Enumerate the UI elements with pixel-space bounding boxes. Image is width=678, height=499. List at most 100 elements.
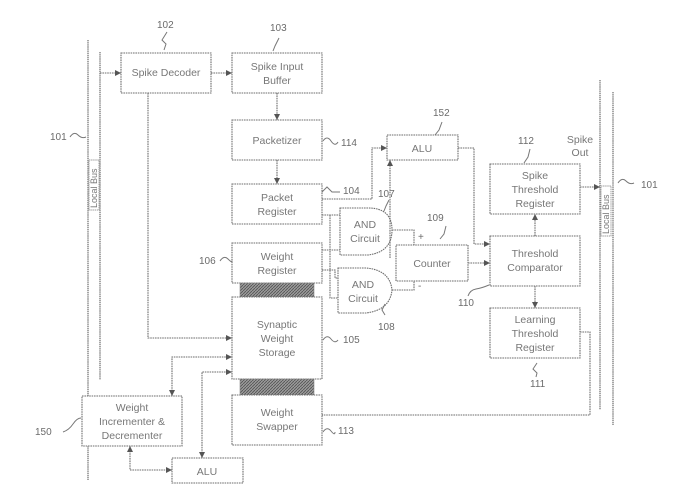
and-circuit-bottom-label-1: AND bbox=[352, 279, 375, 291]
synaptic-weight-storage-label-2: Weight bbox=[261, 333, 294, 345]
and-circuit-bottom-leader bbox=[381, 303, 386, 316]
alu-top-ref: 152 bbox=[433, 108, 450, 119]
and-circuit-bottom-gate: AND Circuit 108 bbox=[337, 267, 395, 333]
wire-alu-bottom-to-storage bbox=[201, 371, 232, 458]
learning-threshold-register-leader bbox=[532, 362, 538, 378]
right-bus-ref: 101 bbox=[641, 180, 658, 191]
weight-swapper-label-1: Weight bbox=[261, 407, 294, 419]
threshold-comparator-leader bbox=[467, 284, 490, 297]
spike-input-buffer-label-1: Spike Input bbox=[251, 61, 304, 73]
weight-register-label-1: Weight bbox=[261, 251, 294, 263]
wire-alu-to-comparator bbox=[458, 147, 490, 245]
weight-incrementer-leader bbox=[62, 417, 82, 433]
and-circuit-top-leader bbox=[383, 199, 390, 212]
counter-block: Counter 109 + - bbox=[395, 213, 469, 292]
spike-threshold-register-label-3: Register bbox=[515, 198, 555, 210]
weight-swapper-leader bbox=[322, 428, 336, 435]
packetizer-label: Packetizer bbox=[252, 135, 302, 147]
weight-swapper-label-2: Swapper bbox=[256, 421, 298, 433]
alu-top-block: ALU 152 bbox=[386, 108, 459, 161]
spike-decoder-label: Spike Decoder bbox=[132, 67, 201, 79]
threshold-comparator-block: Threshold Comparator 110 bbox=[458, 235, 581, 309]
alu-bottom-label: ALU bbox=[197, 466, 217, 478]
learning-threshold-register-label-3: Register bbox=[515, 342, 555, 354]
spike-threshold-register-label-1: Spike bbox=[522, 170, 548, 182]
spike-input-buffer-label-2: Buffer bbox=[263, 75, 291, 87]
threshold-comparator-ref: 110 bbox=[458, 298, 474, 309]
packetizer-ref: 114 bbox=[341, 138, 357, 149]
left-bus-label: Local Bus bbox=[89, 168, 99, 208]
threshold-comparator-label-1: Threshold bbox=[512, 248, 559, 260]
and-circuit-top-label-2: Circuit bbox=[350, 233, 380, 245]
spike-threshold-register-label-2: Threshold bbox=[512, 184, 559, 196]
and-circuit-bottom-label-2: Circuit bbox=[348, 293, 378, 305]
synaptic-weight-storage-leader bbox=[322, 336, 339, 343]
wire-weight-to-and-bottom bbox=[322, 269, 338, 279]
left-bus-ref: 101 bbox=[50, 132, 67, 143]
weight-incrementer-label-1: Weight bbox=[116, 402, 149, 414]
spike-out-label-2: Out bbox=[572, 147, 589, 159]
wire-packet-register-to-alu bbox=[322, 147, 387, 200]
weight-register-label-2: Register bbox=[257, 265, 297, 277]
synaptic-weight-storage-block: Synaptic Weight Storage 105 bbox=[231, 296, 360, 380]
wire-learning-to-swapper bbox=[322, 331, 591, 416]
weight-incrementer-label-3: Decrementer bbox=[102, 430, 163, 442]
weight-register-ref: 106 bbox=[199, 256, 216, 267]
and-circuit-top-label-1: AND bbox=[354, 219, 377, 231]
spike-decoder-block: Spike Decoder 102 bbox=[120, 20, 212, 94]
wire-incrementer-to-storage bbox=[171, 356, 232, 396]
counter-plus-sign: + bbox=[418, 232, 424, 243]
connection-wires bbox=[100, 70, 600, 473]
counter-ref: 109 bbox=[427, 213, 444, 224]
left-bus-leader bbox=[69, 132, 87, 139]
alu-top-leader bbox=[434, 121, 443, 136]
weight-incrementer-decrementer-block: Weight Incrementer & Decrementer 150 bbox=[35, 395, 183, 447]
wire-incrementer-to-alu-bottom bbox=[129, 446, 172, 471]
right-bus-label: Local Bus bbox=[601, 194, 611, 234]
wire-and-top-to-counter bbox=[392, 229, 415, 245]
weight-swapper-ref: 113 bbox=[338, 426, 354, 437]
right-bus-leader bbox=[617, 178, 635, 185]
spike-threshold-register-block: Spike Threshold Register 112 bbox=[489, 136, 581, 215]
counter-label: Counter bbox=[413, 258, 451, 270]
synaptic-weight-storage-ref: 105 bbox=[343, 335, 360, 346]
packet-register-label-1: Packet bbox=[261, 192, 293, 204]
learning-threshold-register-label-2: Threshold bbox=[512, 328, 559, 340]
weight-swapper-block: Weight Swapper 113 bbox=[231, 394, 354, 446]
packet-register-label-2: Register bbox=[257, 206, 297, 218]
packet-register-block: Packet Register 104 bbox=[231, 183, 360, 225]
spike-decoder-ref: 102 bbox=[157, 20, 174, 31]
spike-input-buffer-ref: 103 bbox=[270, 23, 287, 34]
spike-out-label-1: Spike bbox=[567, 134, 593, 146]
weight-incrementer-label-2: Incrementer & bbox=[99, 416, 165, 428]
learning-threshold-register-ref: 111 bbox=[530, 379, 546, 390]
spike-threshold-register-ref: 112 bbox=[518, 136, 534, 147]
synaptic-weight-storage-label-3: Storage bbox=[259, 347, 296, 359]
and-circuit-bottom-ref: 108 bbox=[378, 322, 395, 333]
wire-and-bottom-to-counter bbox=[392, 281, 415, 291]
packet-register-ref: 104 bbox=[343, 186, 360, 197]
spike-threshold-register-leader bbox=[523, 148, 531, 164]
storage-swapper-link bbox=[239, 378, 315, 396]
counter-leader bbox=[439, 225, 447, 240]
learning-threshold-register-block: Learning Threshold Register 111 bbox=[489, 307, 581, 390]
spike-decoder-leader bbox=[161, 31, 168, 51]
alu-top-label: ALU bbox=[412, 143, 432, 155]
weight-register-storage-link bbox=[239, 282, 315, 298]
packet-register-leader bbox=[321, 186, 340, 193]
weight-register-block: Weight Register 106 bbox=[199, 242, 323, 284]
alu-bottom-block: ALU bbox=[171, 457, 244, 484]
spike-input-buffer-leader bbox=[272, 37, 280, 52]
weight-incrementer-ref: 150 bbox=[35, 427, 52, 438]
synaptic-weight-storage-label-1: Synaptic bbox=[257, 319, 297, 331]
weight-register-leader bbox=[219, 256, 233, 263]
learning-threshold-register-label-1: Learning bbox=[515, 314, 556, 326]
spike-input-buffer-block: Spike Input Buffer 103 bbox=[231, 23, 323, 94]
wire-decoder-to-storage bbox=[147, 93, 232, 339]
counter-minus-sign: - bbox=[418, 281, 421, 292]
and-circuit-top-ref: 107 bbox=[378, 189, 395, 200]
threshold-comparator-label-2: Comparator bbox=[507, 262, 563, 274]
packetizer-leader bbox=[322, 137, 339, 145]
packetizer-block: Packetizer 114 bbox=[231, 119, 357, 161]
